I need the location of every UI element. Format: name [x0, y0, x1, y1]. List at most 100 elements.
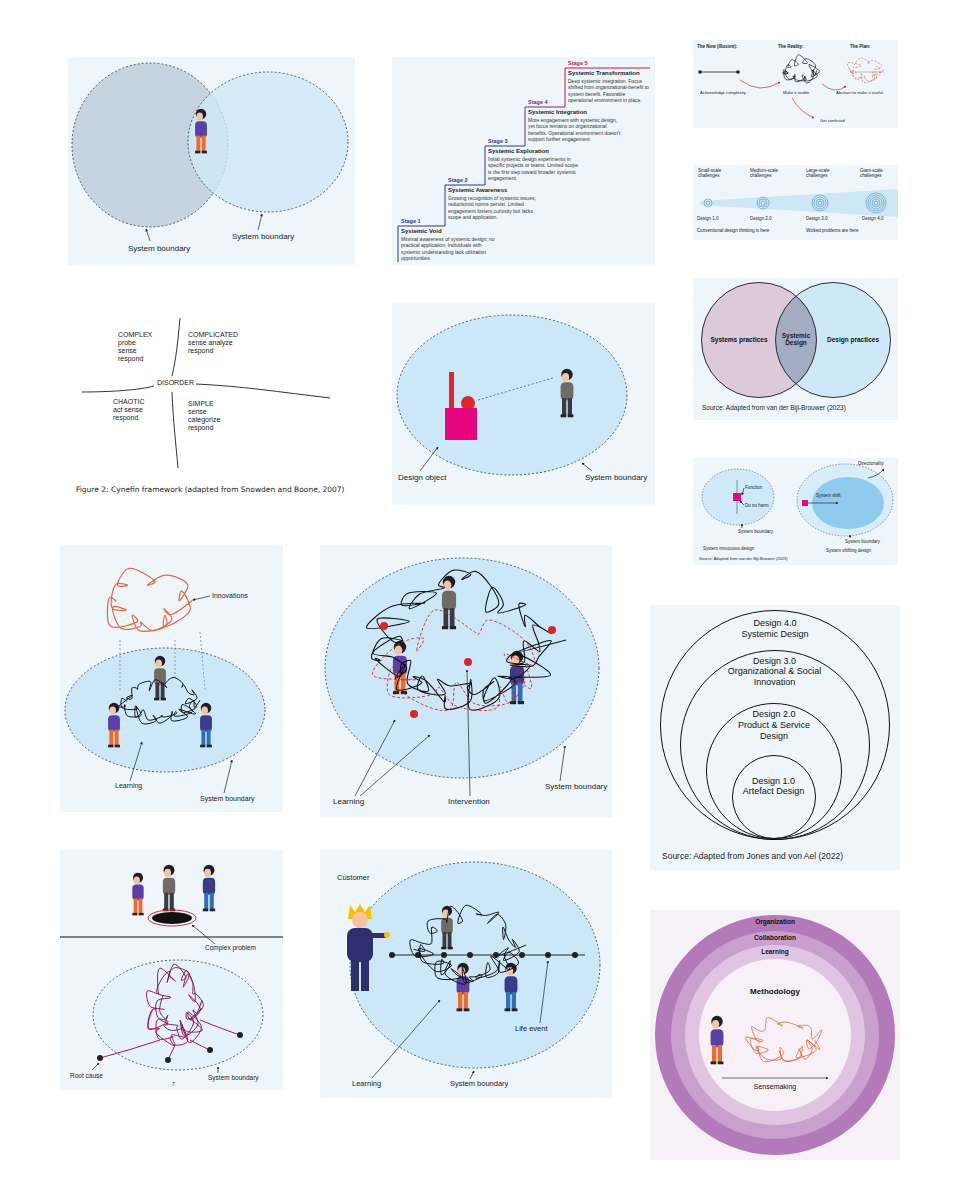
- scale-spectrum: [870, 197, 882, 209]
- leader-arrow: [192, 925, 215, 944]
- complexity-sketch: [822, 84, 846, 90]
- venn-fill: [701, 282, 891, 398]
- scribble: [746, 1018, 822, 1062]
- ring-fill: [685, 945, 865, 1125]
- root-cause-sketch: [93, 960, 263, 1070]
- text-label: Large-scale challenges: [806, 168, 836, 178]
- intervention-system: [442, 576, 456, 629]
- customer-system: [467, 952, 473, 958]
- practice-ring: MethodologySensemaking: [699, 959, 851, 1111]
- panel-ground: [68, 57, 355, 265]
- leader-arrow: [420, 447, 438, 471]
- scale-spectrum: [868, 195, 884, 211]
- text-label: System boundary: [545, 782, 607, 791]
- scribble: [107, 55, 883, 1062]
- ring-fill: [655, 915, 895, 1155]
- customer-system: [441, 906, 453, 950]
- cynefin-lines: [82, 318, 330, 468]
- intervention-system: [325, 558, 599, 778]
- text-label: Learning: [115, 782, 142, 790]
- customer-system: [441, 952, 447, 958]
- design-object-system: [449, 372, 454, 410]
- complexity-sketch: [740, 80, 780, 88]
- leader-arrow: [355, 720, 395, 796]
- leader-arrow: [193, 596, 210, 600]
- scale-spectrum: [706, 201, 710, 205]
- text-label: Intervention: [448, 797, 490, 806]
- root-cause-sketch: [203, 865, 215, 912]
- panel-ground: [392, 57, 655, 265]
- complexity-sketch: [736, 70, 740, 74]
- text-label: Innovations: [212, 592, 248, 600]
- text-label: System boundary: [200, 795, 254, 803]
- design-object-system: [397, 315, 627, 475]
- text-label: Function: [745, 485, 762, 490]
- text-label: Design object: [398, 473, 446, 482]
- system-shift-sketch: [733, 493, 741, 501]
- text-label: Life event: [515, 1025, 548, 1034]
- panel-ground: [392, 303, 655, 505]
- root-cause-sketch: [165, 1057, 171, 1063]
- text-label: Acknowledge complexity: [700, 91, 746, 96]
- level-number: Design 4.0: [753, 618, 796, 629]
- design-level-circle: Design 4.0Systemic DesignDesign 3.0Organ…: [660, 610, 890, 840]
- level-name: Artefact Design: [743, 786, 805, 797]
- system-shift-sketch: [797, 464, 893, 536]
- cynefin-lines: [82, 386, 154, 392]
- leader-arrow: [224, 760, 232, 793]
- panel-ground: [60, 850, 283, 1090]
- stage-title: Systemic Awareness: [448, 187, 543, 194]
- circle-label: Design practices: [827, 336, 879, 344]
- root-cause-sketch: [237, 1032, 243, 1038]
- text-label: Design 3.0: [806, 216, 828, 221]
- complexity-sketch: [850, 72, 884, 73]
- panel-ground: [693, 165, 898, 240]
- text-label: Source: Adapted from Jones and von Ael (…: [662, 852, 843, 862]
- leader-arrow: [92, 1063, 99, 1070]
- complexity-sketch: [698, 70, 884, 118]
- leader-arrow: [130, 742, 142, 781]
- stage-description: Deep systemic integration. Focus shifted…: [568, 78, 649, 103]
- scribble: [156, 964, 204, 1039]
- design-object-system: [397, 315, 627, 475]
- leader-arrow: [740, 501, 744, 505]
- leader-arrow: [560, 746, 565, 781]
- text-label: System boundary: [232, 232, 294, 241]
- complexity-sketch: [698, 70, 702, 74]
- intervention-dot: [548, 626, 556, 634]
- system-shift-sketch: [702, 464, 893, 536]
- intervention-dot: [380, 622, 388, 630]
- practice-ring: OrganizationCollaborationLearningMethodo…: [655, 915, 895, 1155]
- stage-number: Stage 1: [401, 218, 421, 225]
- scribble: [782, 55, 819, 83]
- text-label: Giant-scale challenges: [860, 168, 890, 178]
- customer-system: [350, 862, 600, 1068]
- stage-number: Stage 4: [528, 99, 548, 106]
- text-label: System boundary: [585, 473, 647, 482]
- leader-arrow: [808, 503, 838, 504]
- panel-ground: [693, 278, 898, 420]
- intervention-system: [325, 558, 599, 778]
- text-label: Do no harm: [745, 503, 769, 508]
- innovation-system: [120, 640, 121, 690]
- customer-system: [572, 952, 578, 958]
- text-label: COMPLICATED sense analyze respond: [188, 331, 238, 355]
- innovation-system: [65, 632, 265, 772]
- scale-spectrum: [704, 193, 886, 213]
- stage-step: Stage 5Systemic TransformationDeep syste…: [565, 68, 651, 103]
- level-name: Organizational & Social Innovation: [719, 666, 831, 688]
- text-label: Complex problem: [205, 944, 256, 951]
- design-object-system: [478, 378, 553, 400]
- customer-system: [545, 952, 551, 958]
- text-label: DISORDER: [157, 379, 194, 387]
- innovation-system: [154, 656, 166, 701]
- system-shift-sketch: [702, 469, 774, 525]
- text-label: 7: [172, 1082, 175, 1088]
- leader-arrow: [218, 1067, 219, 1073]
- design-level-circle: Design 1.0Artefact Design: [732, 755, 816, 839]
- leader-arrow: [360, 735, 430, 796]
- leader-arrow: [540, 961, 548, 1023]
- design-object-system: [561, 369, 574, 418]
